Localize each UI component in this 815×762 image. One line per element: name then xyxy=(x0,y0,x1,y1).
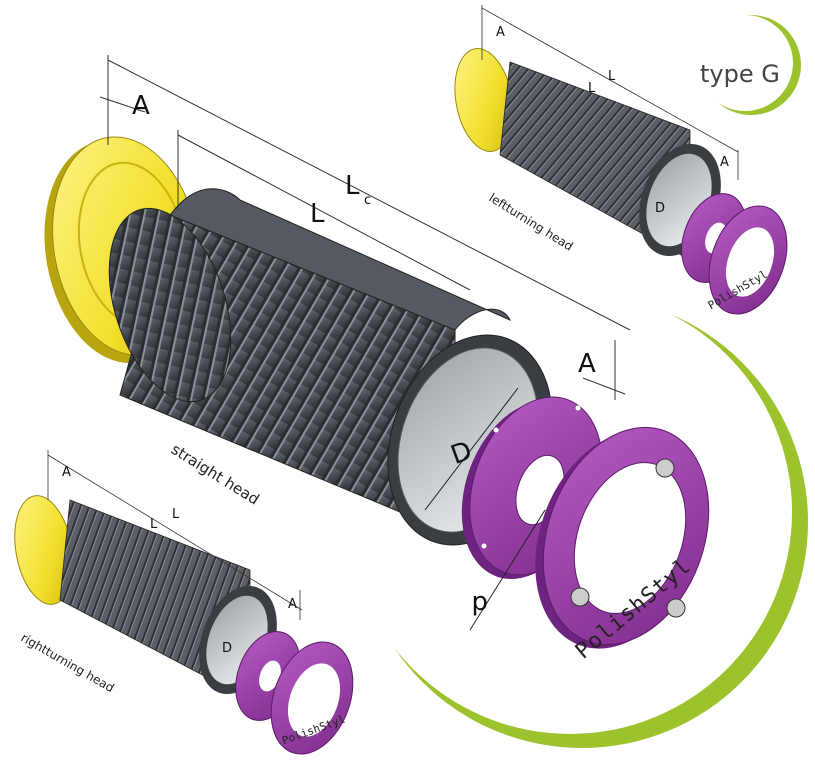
dimension-lines xyxy=(99,55,631,400)
label-rightturning-head: rightturning head xyxy=(19,630,117,695)
dim-d-small: d xyxy=(471,589,488,619)
dim-d-right: D xyxy=(222,641,232,656)
dim-l-left: L xyxy=(588,81,596,96)
purple-ring xyxy=(535,426,710,649)
dim-l-main: L xyxy=(310,199,325,229)
dim-a-right: A xyxy=(578,349,596,379)
label-leftturning-head: leftturning head xyxy=(486,191,575,254)
type-badge-label: type G xyxy=(700,60,780,88)
dim-lc-left: L xyxy=(608,69,616,84)
dim-a-right-bottom: A xyxy=(288,597,297,612)
dim-d-left: D xyxy=(655,201,665,216)
dim-lc-main: L xyxy=(345,171,360,201)
dim-lc-right: L xyxy=(172,507,180,522)
dim-lc-sub-main: c xyxy=(364,193,371,208)
label-straight-head: straight head xyxy=(168,440,263,508)
type-badge-circle xyxy=(697,15,801,115)
dim-a-left-bottom: A xyxy=(720,155,729,170)
dim-l-right: L xyxy=(150,517,158,532)
grooved-cylinder xyxy=(108,188,512,536)
dim-a-right-top: A xyxy=(62,465,71,480)
rightturning-head-roller: A L L A D PolishStyl rightturning head xyxy=(14,450,354,755)
dim-a-main: A xyxy=(132,91,150,121)
dim-a-left-top: A xyxy=(496,25,505,40)
straight-head-roller: A L L c A D d PolishStyl straight head xyxy=(44,55,710,664)
